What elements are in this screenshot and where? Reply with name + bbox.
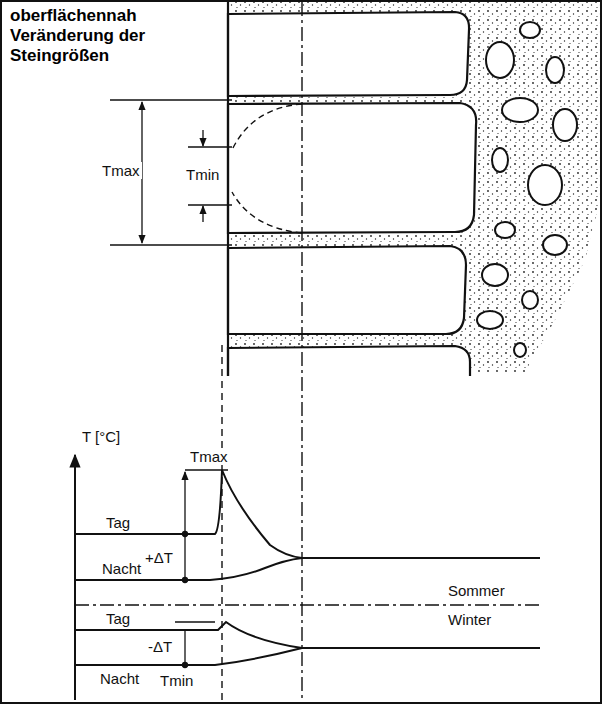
graph-label: Tmin <box>184 166 221 183</box>
mortar-stipple <box>228 2 600 376</box>
stones <box>228 12 476 376</box>
graph-label: +ΔT <box>143 549 175 566</box>
pebbles <box>477 22 577 357</box>
graph-label: Winter <box>446 611 493 628</box>
graph-label: T [°C] <box>80 428 122 445</box>
graph-label: Tag <box>104 610 132 627</box>
graph-label: Tmin <box>158 672 195 689</box>
temperature-graph <box>75 455 540 700</box>
graph-label: Nacht <box>100 560 143 577</box>
graph-label: Tag <box>104 514 132 531</box>
graph-label: Tmax <box>188 448 230 465</box>
graph-label: Sommer <box>446 582 507 599</box>
graph-label: Nacht <box>98 670 141 687</box>
graph-label: Tmax <box>100 162 142 179</box>
title: oberflächennah Veränderung der Steingröß… <box>10 6 200 66</box>
graph-label: -ΔT <box>146 638 174 655</box>
